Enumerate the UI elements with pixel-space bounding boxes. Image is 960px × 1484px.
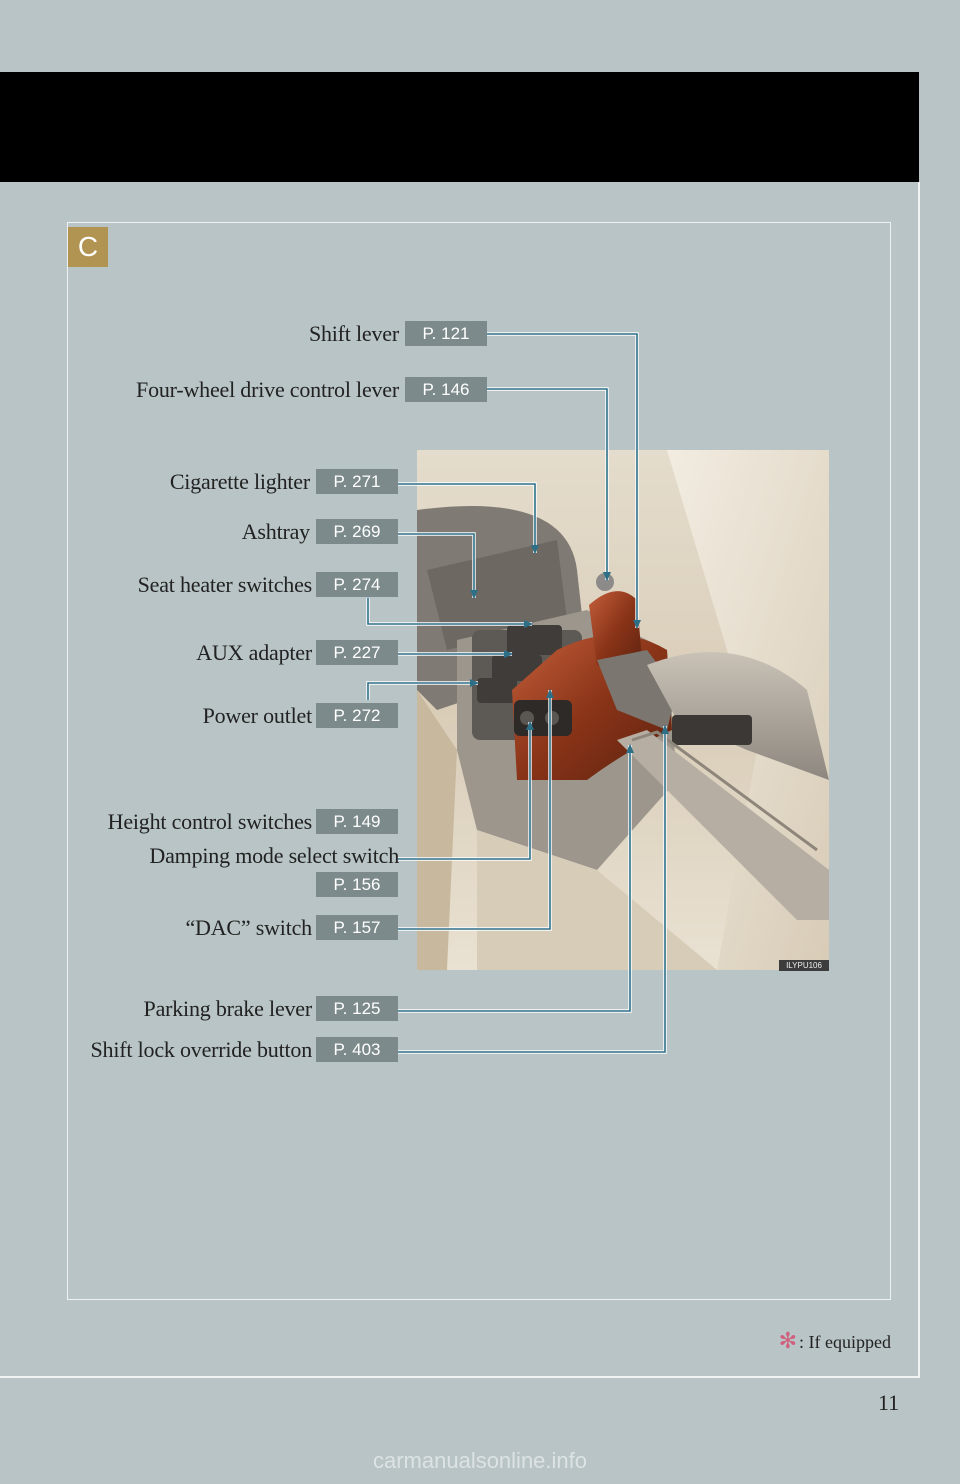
- page-ref-height-control-switches[interactable]: P. 149: [316, 809, 398, 834]
- page-ref-cigarette-lighter[interactable]: P. 271: [316, 469, 398, 494]
- label-shift-lever: Shift lever: [308, 321, 399, 346]
- label-height-control-switches: Height control switches: [107, 809, 313, 834]
- page-ref-shift-lock-override-button[interactable]: P. 403: [316, 1037, 398, 1062]
- page-ref-power-outlet[interactable]: P. 272: [316, 703, 398, 728]
- page-ref-damping-mode-select-switch[interactable]: P. 156: [316, 872, 398, 897]
- content-panel: [67, 222, 891, 1300]
- page-ref-seat-heater-switches[interactable]: P. 274: [316, 572, 398, 597]
- label-four-wheel-drive-control-lever: Four-wheel drive control lever: [136, 377, 399, 402]
- footnote-text: : If equipped: [799, 1332, 891, 1352]
- label-dac-switch: “DAC” switch: [185, 915, 312, 940]
- page-ref-shift-lever[interactable]: P. 121: [405, 321, 487, 346]
- label-damping-mode-select-switch: Damping mode select switch: [149, 843, 399, 868]
- page-ref-dac-switch[interactable]: P. 157: [316, 915, 398, 940]
- footnote: ✻: If equipped: [779, 1328, 891, 1354]
- asterisk-icon: ✻: [778, 1328, 798, 1353]
- page-ref-four-wheel-drive-control-lever[interactable]: P. 146: [405, 377, 487, 402]
- page-number: 11: [878, 1390, 900, 1415]
- section-badge: C: [68, 227, 108, 267]
- label-aux-adapter: AUX adapter: [196, 640, 312, 665]
- label-power-outlet: Power outlet: [202, 703, 313, 728]
- label-ashtray: Ashtray: [241, 519, 310, 544]
- photo-code: ILYPU106: [779, 960, 829, 971]
- console-drawing: [417, 450, 829, 970]
- bottom-rule: [0, 1376, 920, 1378]
- page-ref-ashtray[interactable]: P. 269: [316, 519, 398, 544]
- label-cigarette-lighter: Cigarette lighter: [169, 469, 310, 494]
- label-shift-lock-override-button: Shift lock override button: [90, 1037, 313, 1062]
- page-ref-aux-adapter[interactable]: P. 227: [316, 640, 398, 665]
- center-console-illustration: [417, 450, 829, 970]
- page-ref-parking-brake-lever[interactable]: P. 125: [316, 996, 398, 1021]
- label-parking-brake-lever: Parking brake lever: [143, 996, 313, 1021]
- watermark: carmanualsonline.info: [372, 1448, 588, 1473]
- label-seat-heater-switches: Seat heater switches: [137, 572, 313, 597]
- right-rule: [918, 182, 920, 1378]
- header-bar: [0, 72, 919, 182]
